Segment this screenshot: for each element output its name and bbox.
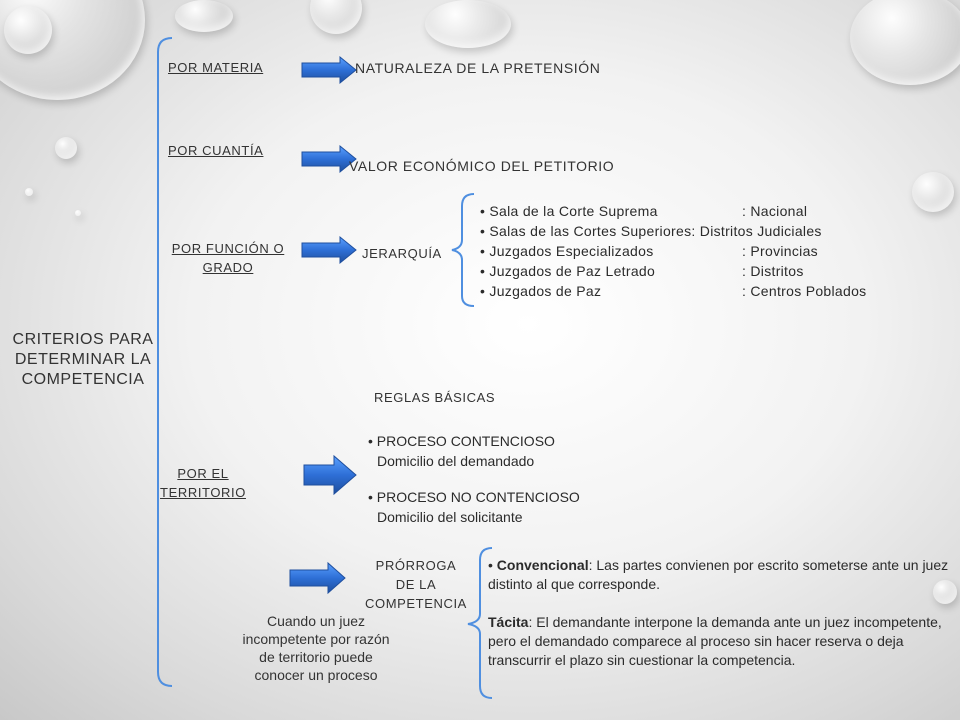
decorative-drop	[850, 0, 960, 85]
rule-item: • PROCESO NO CONTENCIOSO	[368, 489, 580, 505]
decorative-drop	[175, 0, 233, 32]
decorative-drop	[75, 210, 81, 216]
criterion-territorio-label: POR EL TERRITORIO	[150, 464, 256, 502]
prorroga-type-tacita: Tácita: El demandante interpone la deman…	[488, 614, 942, 668]
criterion-funcion-result: JERARQUÍA	[362, 246, 442, 261]
decorative-drop	[4, 6, 52, 54]
rule-detail: Domicilio del demandado	[377, 453, 535, 469]
criterion-materia-label: POR MATERIA	[168, 60, 264, 75]
prorroga-types: • Convencional: Las partes convienen por…	[488, 556, 950, 670]
criterion-funcion-label-line2: GRADO	[202, 260, 254, 275]
arrow-cuantia	[301, 144, 357, 174]
court-hierarchy-list: • Sala de la Corte Suprema: Nacional • S…	[480, 201, 866, 301]
arrow-funcion	[301, 235, 357, 265]
hierarchy-row: • Juzgados de Paz Letrado: Distritos	[480, 263, 804, 279]
rule-item: • PROCESO CONTENCIOSO	[368, 433, 555, 449]
decorative-drop	[425, 0, 511, 48]
criterion-territorio-label-line2: TERRITORIO	[160, 485, 246, 500]
main-brace	[157, 37, 173, 687]
prorroga-label-line2: DE LA	[395, 577, 437, 592]
criterion-funcion-label: POR FUNCIÓN O GRADO	[160, 239, 296, 277]
decorative-drop	[912, 172, 954, 212]
territory-rules: • PROCESO CONTENCIOSO Domicilio del dema…	[368, 431, 580, 527]
prorroga-label-line3: COMPETENCIA	[365, 596, 467, 611]
decorative-drop	[55, 137, 77, 159]
hierarchy-row: • Juzgados Especializados: Provincias	[480, 243, 818, 259]
rule-detail: Domicilio del solicitante	[377, 509, 523, 525]
criterion-cuantia-result: VALOR ECONÓMICO DEL PETITORIO	[349, 158, 615, 174]
hierarchy-bracket	[451, 193, 475, 307]
hierarchy-row: • Sala de la Corte Suprema: Nacional	[480, 203, 808, 219]
hierarchy-row: • Salas de las Cortes Superiores : Distr…	[480, 223, 822, 239]
prorroga-description: Cuando un juez incompetente por razón de…	[242, 613, 390, 683]
prorroga-label: PRÓRROGA DE LA COMPETENCIA	[356, 556, 476, 613]
decorative-drop	[933, 580, 957, 604]
prorroga-label-line1: PRÓRROGA	[375, 558, 457, 573]
criterion-funcion-label-line1: POR FUNCIÓN O	[171, 241, 285, 256]
rules-title: REGLAS BÁSICAS	[374, 390, 496, 405]
prorroga-bracket	[467, 547, 493, 699]
criterion-materia-result: NATURALEZA DE LA PRETENSIÓN	[355, 60, 601, 76]
criterion-cuantia-label: POR CUANTÍA	[168, 143, 264, 158]
arrow-territorio	[303, 454, 357, 496]
diagram-title: CRITERIOS PARA DETERMINAR LA COMPETENCIA	[12, 331, 154, 388]
criterion-territorio-label-line1: POR EL	[177, 466, 229, 481]
decorative-drop	[25, 188, 33, 196]
arrow-prorroga	[289, 561, 346, 595]
arrow-materia	[301, 55, 357, 85]
hierarchy-row: • Juzgados de Paz: Centros Poblados	[480, 283, 867, 299]
prorroga-type-convencional: • Convencional: Las partes convienen por…	[488, 557, 949, 592]
